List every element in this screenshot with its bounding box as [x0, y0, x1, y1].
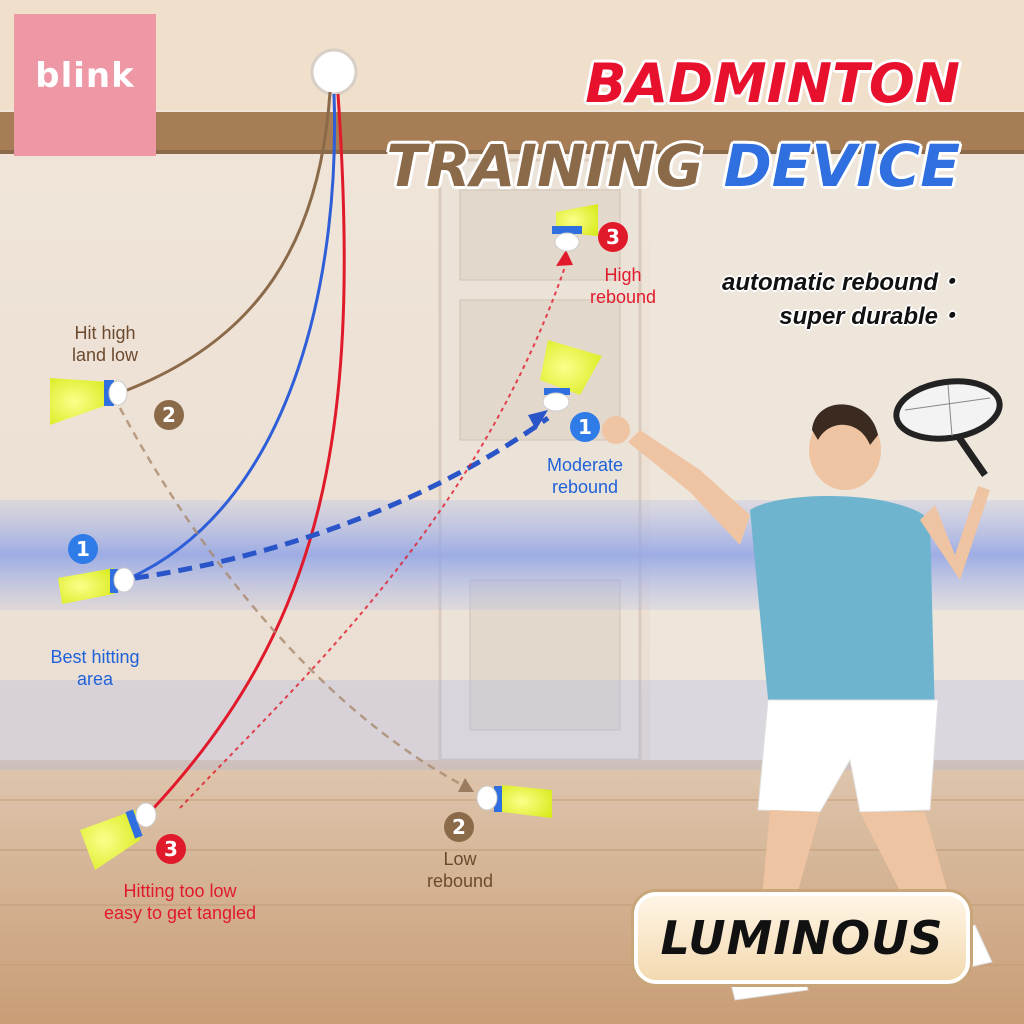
title-line-2: TRAINING DEVICE	[360, 132, 960, 200]
title-line-1: BADMINTON	[585, 52, 960, 115]
label-low-rebound-l1: Low	[443, 849, 477, 869]
label-too-low: Hitting too low easy to get tangled	[60, 880, 300, 924]
luminous-badge-text: LUMINOUS	[660, 911, 944, 965]
badge-hit-high: 2	[154, 400, 184, 430]
label-high-rebound-l2: rebound	[589, 287, 657, 307]
luminous-badge: LUMINOUS	[634, 892, 970, 984]
label-too-low-l2: easy to get tangled	[103, 903, 257, 923]
label-hit-high: Hit high land low	[40, 322, 170, 366]
label-best-area: Best hitting area	[20, 646, 170, 690]
label-moderate-rebound: Moderate rebound	[528, 454, 642, 498]
label-hit-high-l1: Hit high	[74, 323, 136, 343]
badge-low-rebound: 2	[444, 812, 474, 842]
badge-best-area: 1	[68, 534, 98, 564]
badge-high-rebound: 3	[598, 222, 628, 252]
shuttlecock-icon	[540, 340, 602, 412]
label-too-low-l1: Hitting too low	[123, 881, 237, 901]
badge-too-low: 3	[156, 834, 186, 864]
shuttlecock-icon	[50, 378, 128, 425]
feature-automatic-rebound: automatic rebound・	[721, 269, 962, 296]
shuttlecock-icon	[80, 802, 157, 870]
label-moderate-rebound-l1: Moderate	[546, 455, 624, 475]
label-hit-high-l2: land low	[71, 345, 139, 365]
label-best-area-l1: Best hitting	[50, 647, 140, 667]
feature-super-durable: super durable・	[779, 303, 962, 330]
shuttlecock-icon	[58, 567, 135, 604]
player-figure	[602, 378, 1003, 1001]
label-high-rebound-l1: High	[604, 265, 642, 285]
label-low-rebound-l2: rebound	[426, 871, 494, 891]
brand-logo-text: blink	[35, 56, 135, 96]
title-line-2-text: TRAINING	[386, 132, 724, 200]
label-moderate-rebound-l2: rebound	[551, 477, 619, 497]
label-low-rebound: Low rebound	[412, 848, 508, 892]
brand-logo	[14, 14, 156, 156]
label-high-rebound: High rebound	[578, 264, 668, 308]
shuttlecock-icon	[476, 785, 552, 818]
badge-moderate-rebound: 1	[570, 412, 600, 442]
label-best-area-l2: area	[76, 669, 114, 689]
shuttlecock-icon	[552, 204, 598, 252]
title-line-2-accent: DEVICE	[723, 132, 960, 200]
